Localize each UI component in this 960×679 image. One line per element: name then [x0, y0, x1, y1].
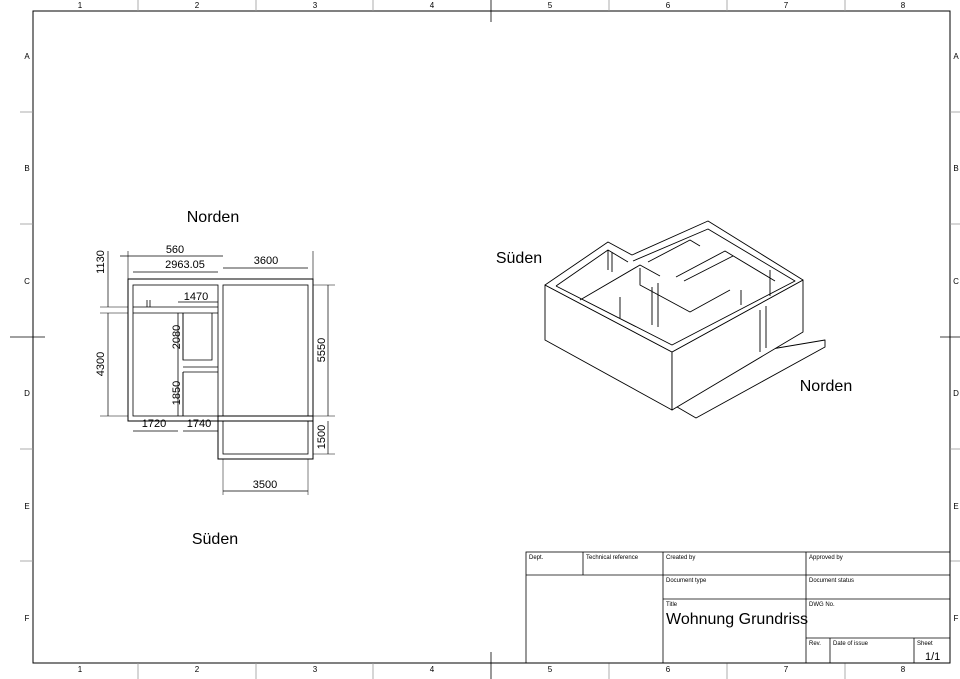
iso-north-label: Norden: [800, 378, 852, 395]
tb-date-label: Date of issue: [833, 641, 869, 647]
row-label-right-a: A: [953, 52, 959, 61]
plan-balcony: [217, 415, 314, 460]
tb-approved-label: Approved by: [809, 555, 843, 561]
row-label-left-b: B: [24, 164, 29, 173]
title-block: [525, 551, 951, 664]
dim-1720: 1720: [142, 418, 166, 430]
col-label-top-4: 4: [430, 1, 435, 10]
col-label-bottom-6: 6: [666, 665, 671, 674]
dim-1470: 1470: [184, 291, 208, 303]
tb-techref-label: Technical reference: [586, 555, 639, 561]
row-label-left-c: C: [24, 277, 30, 286]
tb-dwg-label: DWG No.: [809, 602, 835, 608]
tb-doctype-label: Document type: [666, 578, 707, 584]
dim-1130: 1130: [95, 250, 107, 274]
col-label-bottom-2: 2: [195, 665, 200, 674]
dim-1500: 1500: [316, 425, 328, 449]
col-label-top-6: 6: [666, 1, 671, 10]
col-label-bottom-4: 4: [430, 665, 435, 674]
col-label-top-5: 5: [548, 1, 553, 10]
row-label-right-c: C: [953, 277, 959, 286]
col-label-top-1: 1: [78, 1, 83, 10]
plan-outer-wall: [127, 278, 314, 422]
row-label-left-d: D: [24, 389, 30, 398]
floor-plan: [127, 251, 314, 460]
col-label-bottom-3: 3: [313, 665, 318, 674]
tb-sheet-value: 1/1: [925, 651, 940, 663]
col-label-bottom-8: 8: [901, 665, 906, 674]
plan-north-label: Norden: [187, 209, 239, 226]
row-label-right-e: E: [953, 502, 958, 511]
plan-south-label: Süden: [192, 531, 238, 548]
tb-dept-label: Dept.: [529, 555, 544, 561]
isometric-view: [544, 220, 826, 419]
col-label-top-2: 2: [195, 1, 200, 10]
col-label-bottom-7: 7: [784, 665, 789, 674]
dim-2963: 2963.05: [165, 259, 205, 271]
tb-title-label: Title: [666, 602, 678, 608]
col-label-top-3: 3: [313, 1, 318, 10]
row-label-right-d: D: [953, 389, 959, 398]
plan-left-room: [132, 284, 219, 417]
col-label-top-8: 8: [901, 1, 906, 10]
tb-title-value: Wohnung Grundriss: [666, 611, 808, 628]
tb-created-label: Created by: [666, 555, 695, 561]
row-label-left-a: A: [24, 52, 30, 61]
tb-docstatus-label: Document status: [809, 578, 854, 584]
row-label-left-f: F: [25, 614, 30, 623]
dim-1850: 1850: [171, 381, 183, 405]
col-label-bottom-1: 1: [78, 665, 83, 674]
col-label-bottom-5: 5: [548, 665, 553, 674]
dim-560: 560: [166, 244, 184, 256]
dim-5550: 5550: [316, 338, 328, 362]
plan-right-room: [222, 284, 309, 417]
row-label-right-f: F: [954, 614, 959, 623]
dim-3600: 3600: [254, 255, 278, 267]
plan-dimension-lines: [100, 251, 335, 495]
tb-rev-label: Rev.: [809, 641, 821, 647]
dim-2080: 2080: [171, 325, 183, 349]
row-label-right-b: B: [953, 164, 958, 173]
dim-4300: 4300: [95, 352, 107, 376]
col-label-top-7: 7: [784, 1, 789, 10]
iso-south-label: Süden: [496, 250, 542, 267]
dim-1740: 1740: [187, 418, 211, 430]
dim-3500: 3500: [253, 479, 277, 491]
tb-sheet-label: Sheet: [917, 641, 933, 647]
zone-ticks: [10, 0, 960, 679]
row-label-left-e: E: [24, 502, 29, 511]
